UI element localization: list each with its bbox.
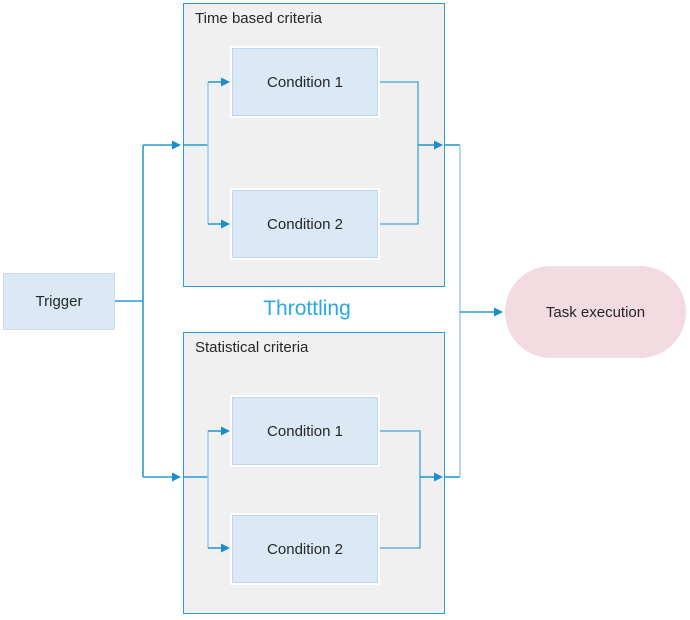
time-condition-2-node: Condition 2 (232, 190, 378, 258)
stat-condition-1-node: Condition 1 (232, 397, 378, 465)
trigger-node: Trigger (3, 273, 115, 330)
task-execution-node: Task execution (505, 266, 686, 358)
throttling-label: Throttling (263, 297, 351, 320)
trigger-label: Trigger (35, 293, 83, 310)
stat-condition-1-label: Condition 1 (267, 422, 343, 440)
group-stat-title: Statistical criteria (195, 339, 309, 356)
task-execution-label: Task execution (545, 303, 646, 321)
time-condition-1-label: Condition 1 (267, 73, 343, 91)
time-condition-1-node: Condition 1 (232, 48, 378, 116)
stat-condition-2-node: Condition 2 (232, 515, 378, 583)
group-time-title: Time based criteria (195, 10, 322, 27)
stat-condition-2-label: Condition 2 (267, 540, 343, 558)
time-condition-2-label: Condition 2 (267, 215, 343, 233)
